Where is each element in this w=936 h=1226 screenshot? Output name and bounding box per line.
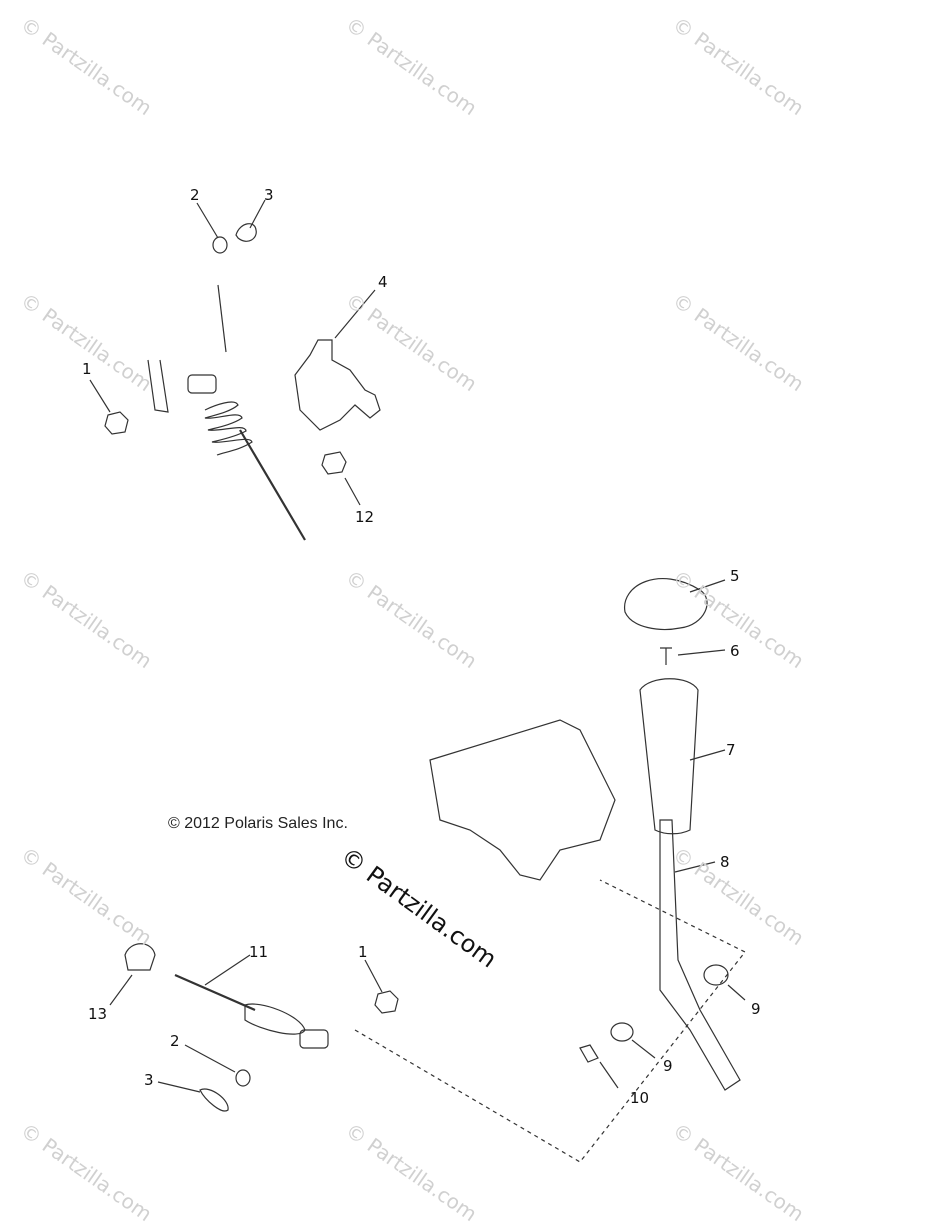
- copyright-notice: © 2012 Polaris Sales Inc.: [168, 815, 348, 832]
- bolt-12: [321, 451, 347, 475]
- callout-label: 13: [88, 1005, 108, 1023]
- bushing-9-lower: [610, 1022, 634, 1042]
- screw-6: [660, 647, 672, 665]
- cable-end-lower: [299, 1029, 329, 1049]
- nut-1-lower: [374, 990, 399, 1014]
- shift-lever-8: [659, 819, 741, 1091]
- clip-3-upper: [235, 223, 257, 242]
- washer-2-upper: [212, 236, 228, 254]
- clip-3-lower: [199, 1088, 229, 1112]
- callout-label: 2: [190, 186, 200, 204]
- callout-label: 3: [264, 186, 274, 204]
- callout-label: 7: [726, 741, 736, 759]
- bracket-4: [294, 339, 381, 431]
- callout-label: 1: [82, 360, 92, 378]
- clamp-13: [124, 943, 156, 971]
- bushing-9-upper: [703, 964, 729, 986]
- boot-7: [639, 678, 699, 835]
- callout-label: 12: [355, 508, 375, 526]
- leader-lines: [89, 199, 746, 1093]
- callout-label: 9: [751, 1000, 761, 1018]
- cable-upper: [217, 284, 227, 353]
- spring-upper: [204, 401, 253, 456]
- clip-10: [579, 1044, 599, 1063]
- callout-label: 2: [170, 1032, 180, 1050]
- cable-lower: [174, 973, 256, 1012]
- callout-label: 3: [144, 1071, 154, 1089]
- callout-label: 5: [730, 567, 740, 585]
- callout-label: 11: [249, 943, 269, 961]
- callout-label: 10: [630, 1089, 650, 1107]
- callout-label: 9: [663, 1057, 673, 1075]
- clevis-arm: [147, 359, 169, 413]
- cable-upper-line: [239, 429, 306, 541]
- callout-label: 4: [378, 273, 388, 291]
- dashed-guide: [354, 879, 746, 1163]
- washer-2-lower: [235, 1069, 251, 1087]
- mount-plate: [429, 719, 616, 881]
- callout-label: 6: [730, 642, 740, 660]
- cable-end-fitting: [187, 374, 217, 394]
- parts-diagram: [89, 199, 746, 1163]
- shift-knob-5: [624, 578, 708, 631]
- callout-label: 1: [358, 943, 368, 961]
- callout-label: 8: [720, 853, 730, 871]
- nut-1-upper: [104, 411, 129, 435]
